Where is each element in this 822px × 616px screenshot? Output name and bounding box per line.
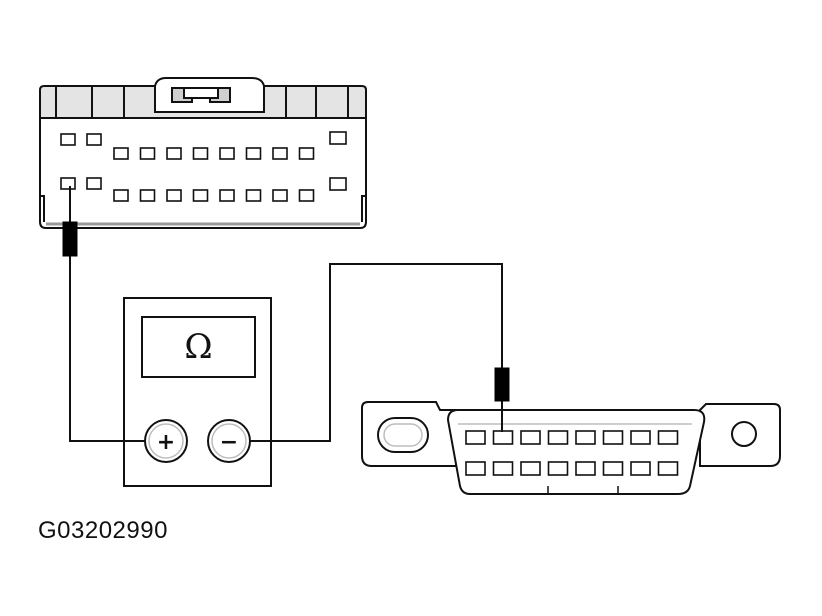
dlc-pin — [492, 461, 514, 476]
negative-test-lead — [250, 263, 503, 442]
dlc-pin — [547, 430, 569, 445]
negative-jack-symbol: − — [220, 430, 238, 455]
connector-cavity — [113, 147, 129, 160]
connector-cavity — [60, 177, 76, 190]
negative-probe-tip — [494, 367, 510, 402]
connector-flange-left — [40, 195, 45, 222]
dlc-pin — [520, 430, 541, 445]
connector-cavity — [113, 189, 129, 202]
positive-test-lead — [69, 255, 145, 442]
connector-cavities — [60, 131, 347, 202]
dlc-pin — [575, 430, 596, 445]
dlc-pin — [657, 430, 679, 445]
dlc-pin — [520, 461, 541, 476]
dlc-pin — [575, 461, 596, 476]
connector-cavity — [272, 189, 288, 202]
connector-cavity — [192, 189, 209, 202]
dlc-pin — [602, 430, 624, 445]
connector-top-band — [39, 85, 367, 119]
dlc-pin — [465, 461, 486, 476]
positive-jack-symbol: + — [157, 430, 175, 455]
connector-cavity — [329, 177, 347, 191]
dlc-pin — [630, 430, 651, 445]
dlc-pin — [465, 430, 486, 445]
positive-probe-tip — [62, 221, 78, 257]
latch-tab — [183, 87, 219, 99]
connector-cavity — [245, 189, 262, 202]
dlc-pin — [492, 430, 514, 445]
connector-cavity — [298, 189, 315, 202]
test-leads — [69, 186, 503, 442]
connector-cavity — [60, 133, 76, 146]
ohmmeter-display — [141, 316, 256, 378]
ohm-symbol: Ω — [184, 327, 212, 367]
connector-cavity — [86, 133, 102, 146]
connector-cavity — [166, 147, 182, 160]
dlc-shell — [446, 409, 706, 495]
connector-cavity — [219, 189, 235, 202]
connector-cavity — [329, 131, 347, 145]
connector-cavity — [298, 147, 315, 160]
connector-cavity — [245, 147, 262, 160]
dlc-mount-slot — [377, 417, 429, 453]
dlc-pin — [547, 461, 569, 476]
figure-reference-code: G03202990 — [38, 517, 168, 544]
ohmmeter: Ω + − — [123, 297, 272, 487]
connector-cavity — [192, 147, 209, 160]
dlc-pin — [657, 461, 679, 476]
connector-cavity — [272, 147, 288, 160]
connector-cavity — [166, 189, 182, 202]
dlc-pins — [465, 430, 679, 476]
data-link-connector — [361, 401, 781, 495]
connector-cavity — [86, 177, 102, 190]
dlc-pin — [630, 461, 651, 476]
dlc-pin — [602, 461, 624, 476]
connector-cavity — [139, 189, 156, 202]
connector-flange-right — [361, 195, 366, 222]
connector-cavity — [139, 147, 156, 160]
dlc-mount-hole — [731, 421, 757, 447]
connector-cavity — [219, 147, 235, 160]
